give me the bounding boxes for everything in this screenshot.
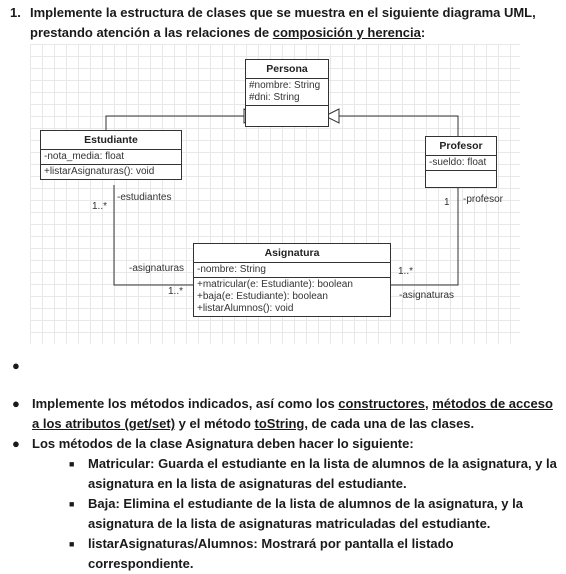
bullet-methods-text-c: y el método — [175, 416, 255, 431]
class-asignatura-methods: +matricular(e: Estudiante): boolean +baj… — [194, 278, 390, 316]
class-estudiante: Estudiante -nota_media: float +listarAsi… — [40, 130, 182, 180]
class-persona-title: Persona — [246, 60, 328, 79]
class-profesor-title: Profesor — [426, 137, 496, 156]
sub-bullet-matricular: ■ Matricular: Guarda el estudiante en la… — [10, 454, 560, 494]
question-line1: Implemente la estructura de clases que s… — [30, 5, 536, 20]
question-line2-suffix: : — [420, 25, 426, 40]
class-asignatura-attrs: -nombre: String — [194, 263, 390, 278]
class-profesor-attrs: -sueldo: float — [426, 156, 496, 171]
attr-asig-nombre: -nombre: String — [197, 264, 266, 275]
role-asignaturas-left: -asignaturas — [129, 263, 185, 274]
tostring-link: toString — [254, 416, 305, 431]
class-asignatura-title: Asignatura — [194, 244, 390, 263]
class-asignatura: Asignatura -nombre: String +matricular(e… — [193, 243, 391, 317]
class-persona: Persona #nombre: String #dni: String — [245, 59, 329, 127]
role-profesor: -profesor — [463, 194, 504, 205]
attr-dni: #dni: String — [249, 92, 300, 103]
inheritance-arrow-profesor — [323, 108, 340, 124]
class-estudiante-methods: +listarAsignaturas(): void — [41, 165, 181, 179]
bullet-asignatura-methods: ● Los métodos de la clase Asignatura deb… — [10, 434, 560, 454]
inheritance-estudiante — [105, 115, 244, 130]
method-listar-alumnos: +listarAlumnos(): void — [197, 303, 294, 314]
multiplicity-profesor: 1 — [444, 197, 450, 208]
bullet-dot: ● — [12, 396, 20, 411]
class-profesor-methods — [426, 171, 496, 187]
sub-bullet-baja: ■ Baja: Elimina el estudiante de la list… — [10, 494, 560, 534]
square-bullet: ■ — [69, 539, 75, 549]
attr-nombre: #nombre: String — [249, 80, 321, 91]
assoc-profesor-asignatura — [389, 184, 459, 286]
getset-link: métodos de acceso a los atributos (get/s… — [32, 396, 553, 431]
method-matricular: +matricular(e: Estudiante): boolean — [197, 279, 353, 290]
instructions-list: ● ● Implemente los métodos indicados, as… — [10, 356, 560, 574]
question-number: 1. — [10, 5, 21, 20]
assoc-estudiante-asignatura — [113, 185, 193, 286]
question-line2-prefix: prestando atención a las relaciones de — [30, 25, 273, 40]
bullet-methods: ● Implemente los métodos indicados, así … — [10, 394, 560, 434]
class-estudiante-title: Estudiante — [41, 131, 181, 150]
class-persona-attrs: #nombre: String #dni: String — [246, 79, 328, 106]
class-estudiante-attrs: -nota_media: float — [41, 150, 181, 165]
square-bullet: ■ — [69, 499, 75, 509]
square-bullet: ■ — [69, 459, 75, 469]
sub-bullet-matricular-text: Matricular: Guarda el estudiante en la l… — [88, 456, 557, 491]
bullet-methods-text-b: , — [425, 396, 433, 411]
multiplicity-asignatura-right: 1..* — [398, 266, 414, 277]
sub-bullet-baja-text: Baja: Elimina el estudiante de la lista … — [88, 496, 523, 531]
uml-diagram: Persona #nombre: String #dni: String Est… — [30, 44, 520, 344]
question-line2: prestando atención a las relaciones de c… — [10, 23, 560, 43]
empty-bullet: ● — [10, 356, 560, 376]
attr-nota-media: -nota_media: float — [44, 151, 125, 162]
bullet-dot: ● — [12, 358, 20, 373]
sub-bullet-listar-text: listarAsignaturas/Alumnos: Mostrará por … — [88, 536, 454, 571]
method-listar-asignaturas: +listarAsignaturas(): void — [44, 166, 155, 177]
bullet-methods-text-d: , de cada una de las clases. — [304, 416, 475, 431]
bullet-dot: ● — [12, 436, 20, 451]
bullet-methods-text-a: Implemente los métodos indicados, así co… — [32, 396, 339, 411]
bullet-asignatura-text: Los métodos de la clase Asignatura deben… — [32, 436, 414, 451]
method-baja: +baja(e: Estudiante): boolean — [197, 291, 328, 302]
relations-link: composición y herencia — [272, 25, 421, 40]
class-persona-methods — [246, 106, 328, 126]
question-heading: 1. Implemente la estructura de clases que… — [10, 3, 560, 43]
multiplicity-estudiante-top: 1..* — [92, 201, 108, 212]
attr-sueldo: -sueldo: float — [429, 157, 487, 168]
role-asignaturas-right: -asignaturas — [399, 290, 455, 301]
inheritance-profesor — [339, 115, 459, 138]
sub-bullet-listar: ■ listarAsignaturas/Alumnos: Mostrará po… — [10, 534, 560, 574]
multiplicity-asignatura-left: 1..* — [168, 286, 184, 297]
class-profesor: Profesor -sueldo: float — [425, 136, 497, 188]
role-estudiantes: -estudiantes — [117, 192, 172, 203]
constructores-link: constructores — [338, 396, 425, 411]
